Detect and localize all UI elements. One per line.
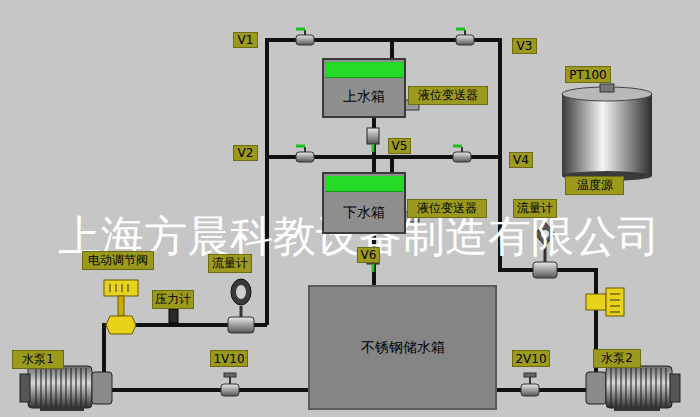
tank-name: 不锈钢储水箱 [361,339,445,357]
tag-label: 流量计 [513,199,557,218]
storage-tank: 不锈钢储水箱 [308,285,497,410]
tag-text: PT100 [569,68,606,82]
tank-name: 上水箱 [343,88,385,106]
tag-text: 温度源 [577,177,613,194]
temperature-cylinder [562,84,652,181]
tag-label: 水泵1 [12,350,64,369]
tag-text: V4 [513,153,529,167]
tag-label: V1 [233,32,258,48]
tag-text: V5 [392,139,408,153]
tag-text: 压力计 [155,291,191,308]
flow-meter [228,279,254,333]
flow-indicator [586,288,624,316]
pressure-gauge [169,309,178,323]
water-level [325,176,403,192]
tag-label: V6 [357,247,380,263]
tag-text: 1V10 [213,352,244,366]
tank-name: 下水箱 [343,204,385,222]
tag-text: 液位变送器 [418,87,478,104]
tag-text: 液位变送器 [417,200,477,217]
tag-label: 温度源 [565,176,624,195]
tag-label: V3 [512,38,537,54]
tag-label: 压力计 [152,290,194,309]
tag-text: V3 [517,39,533,53]
tag-text: V2 [238,146,254,160]
tag-text: 流量计 [517,200,553,217]
tag-label: 电动调节阀 [82,251,154,270]
tag-label: 液位变送器 [408,86,488,105]
pipe-connector [374,118,375,172]
water-level [325,62,403,78]
pump-motor [20,366,112,411]
tag-text: V1 [238,33,254,47]
tag-label: V4 [509,152,533,168]
electric-valve [104,280,138,334]
tag-text: 流量计 [212,255,248,272]
tag-text: 电动调节阀 [88,252,148,269]
tag-text: 水泵1 [22,351,54,368]
tag-label: V2 [233,145,258,161]
tag-text: V6 [361,248,377,262]
water-tank: 下水箱 [322,172,406,234]
tag-label: 液位变送器 [407,199,487,218]
pipe-line [372,118,376,172]
pump-motor [586,366,680,411]
tag-label: V5 [388,138,411,154]
tag-text: 2V10 [515,352,546,366]
water-tank: 上水箱 [322,58,406,118]
tag-label: 1V10 [210,350,248,367]
tag-label: 2V10 [512,350,550,367]
tag-text: 水泵2 [601,350,633,367]
tag-label: PT100 [565,66,611,83]
tag-label: 水泵2 [593,349,641,368]
tag-label: 流量计 [208,254,252,273]
